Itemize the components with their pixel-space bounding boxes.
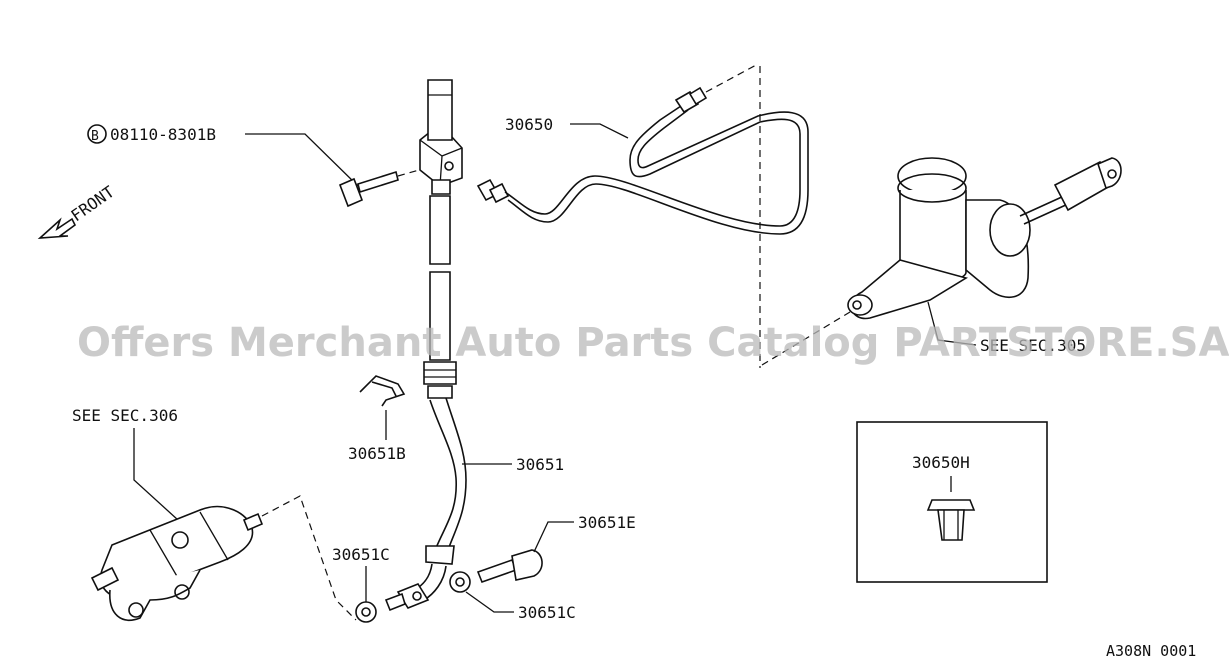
tube-label: 30650 — [505, 115, 553, 134]
eye-bolt-part[interactable]: 30651E — [476, 513, 636, 584]
master-cylinder[interactable]: SEE SEC.305 — [761, 157, 1122, 366]
diagram-code: A308N 0001 — [1106, 642, 1196, 660]
slave-ref-label: SEE SEC.306 — [72, 406, 178, 425]
tube-part[interactable]: 30650 — [476, 63, 809, 368]
bolt-label: 08110-8301B — [110, 125, 216, 144]
bolt-circle-label: B — [91, 129, 99, 144]
eye-bolt-label: 30651E — [578, 513, 636, 532]
bolt-part[interactable]: B 08110-8301B — [87, 124, 441, 208]
inset-part-label: 30650H — [912, 453, 970, 472]
inset-box: 30650H — [856, 421, 1048, 583]
clip-label: 30651B — [348, 444, 406, 463]
slave-cylinder[interactable]: SEE SEC.306 — [72, 406, 357, 621]
master-ref-label: SEE SEC.305 — [980, 336, 1086, 355]
gasket-right-part[interactable]: 30651C — [449, 571, 576, 622]
clip-part[interactable]: 30651B — [348, 375, 406, 463]
hose-part[interactable]: 30651 — [462, 455, 564, 474]
gasket-left-part[interactable]: 30651C — [332, 545, 390, 623]
gasket-left-label: 30651C — [332, 545, 390, 564]
junction-block[interactable] — [419, 79, 463, 195]
grommet-part[interactable] — [926, 499, 976, 541]
hose-line[interactable] — [384, 195, 467, 612]
gasket-right-label: 30651C — [518, 603, 576, 622]
front-label: FRONT — [67, 182, 118, 225]
watermark: Offers Merchant Auto Parts Catalog PARTS… — [77, 320, 1229, 366]
front-arrow: FRONT — [37, 182, 118, 239]
hose-label: 30651 — [516, 455, 564, 474]
